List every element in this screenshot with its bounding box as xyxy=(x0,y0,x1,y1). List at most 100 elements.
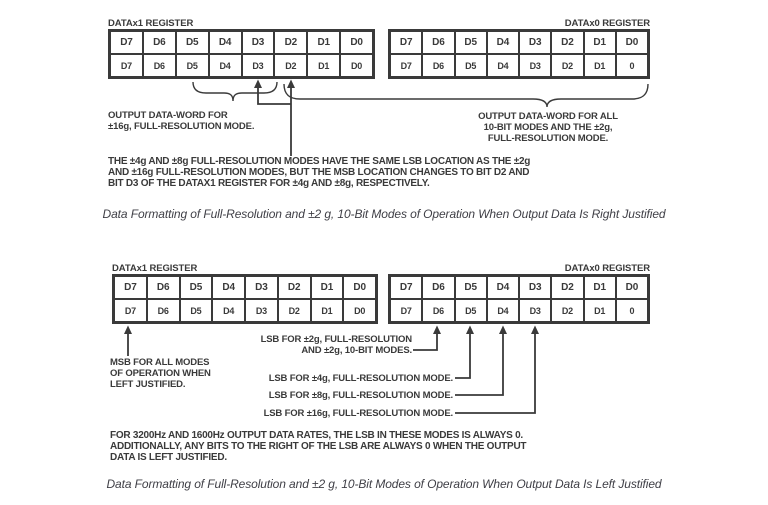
bit-cell: D6 xyxy=(422,31,455,54)
bit-cell: D7 xyxy=(390,276,423,299)
datax0-register-table: D7 D6 D5 D4 D3 D2 D1 D0 D7 D6 D5 D4 D3 D… xyxy=(388,274,650,324)
lsb-2g-annotation: LSB FOR ±2g, FULL-RESOLUTION AND ±2g, 10… xyxy=(260,334,413,356)
bit-cell: D5 xyxy=(175,54,209,77)
bit-cell: D6 xyxy=(146,276,180,299)
output-data-rate-note: FOR 3200Hz AND 1600Hz OUTPUT DATA RATES,… xyxy=(110,430,527,463)
arrow-up-msb-icon xyxy=(124,325,132,334)
note-line: FOR 3200Hz AND 1600Hz OUTPUT DATA RATES,… xyxy=(110,430,523,441)
annotation-line: ±16g, FULL-RESOLUTION MODE. xyxy=(108,121,255,132)
bit-cell: D4 xyxy=(212,276,245,299)
bit-cell: D4 xyxy=(212,299,245,322)
bit-cell: D7 xyxy=(390,54,423,77)
output-word-16g-annotation: OUTPUT DATA-WORD FOR ±16g, FULL-RESOLUTI… xyxy=(108,110,254,132)
bit-cell: D0 xyxy=(340,54,373,77)
annotation-line: AND ±2g, 10-BIT MODES. xyxy=(301,345,412,356)
bit-cell: D0 xyxy=(343,299,376,322)
datax0-register-table: D7 D6 D5 D4 D3 D2 D1 D0 D7 D6 D5 D4 D3 D… xyxy=(388,29,650,79)
bit-cell: D1 xyxy=(307,31,341,54)
bit-cell: D6 xyxy=(422,276,455,299)
arrow-up-lsb-2g-icon xyxy=(433,325,441,334)
annotation-line: LSB FOR ±2g, FULL-RESOLUTION xyxy=(260,334,413,345)
bit-cell: D4 xyxy=(486,276,519,299)
annotation-line: OUTPUT DATA-WORD FOR xyxy=(108,110,228,121)
bit-cell: D1 xyxy=(583,299,616,322)
annotation-line: OUTPUT DATA-WORD FOR ALL xyxy=(478,111,618,122)
bit-cell: D2 xyxy=(551,299,584,322)
bit-cell: D4 xyxy=(486,54,519,77)
output-word-all-modes-annotation: OUTPUT DATA-WORD FOR ALL 10-BIT MODES AN… xyxy=(448,111,648,144)
brace-16g-word xyxy=(192,81,278,102)
bit-cell: D4 xyxy=(208,31,242,54)
note-line: AND ±16g FULL-RESOLUTION MODES, BUT THE … xyxy=(108,167,530,178)
arrow-up-lsb-8g-icon xyxy=(499,325,507,334)
annotation-line: FULL-RESOLUTION MODE. xyxy=(487,133,609,144)
note-line: DATA IS LEFT JUSTIFIED. xyxy=(110,452,227,463)
bit-cell: D7 xyxy=(390,299,423,322)
bit-cell: D6 xyxy=(142,54,176,77)
bit-cell: D5 xyxy=(454,31,487,54)
bit-cell: D5 xyxy=(175,31,209,54)
annotation-line: OF OPERATION WHEN xyxy=(110,368,211,379)
bit-cell: D3 xyxy=(245,276,278,299)
datax0-register-label: DATAx0 REGISTER xyxy=(564,18,650,29)
annotation-line: 10-BIT MODES AND THE ±2g, xyxy=(483,122,613,133)
bit-cell: D7 xyxy=(114,299,147,322)
bit-cell: 0 xyxy=(615,299,648,322)
bit-cell: D1 xyxy=(583,54,616,77)
bit-cell: D6 xyxy=(422,299,455,322)
datax0-register-label: DATAx0 REGISTER xyxy=(564,263,650,274)
datax1-register-table: D7 D6 D5 D4 D3 D2 D1 D0 D7 D6 D5 D4 D3 D… xyxy=(112,274,378,324)
datax1-register-label: DATAx1 REGISTER xyxy=(108,18,194,29)
bit-cell: D6 xyxy=(422,54,455,77)
bit-cell: D0 xyxy=(615,31,648,54)
lsb-16g-annotation: LSB FOR ±16g, FULL-RESOLUTION MODE. xyxy=(263,408,454,419)
annotation-line: MSB FOR ALL MODES xyxy=(110,357,210,368)
bit-cell: D5 xyxy=(454,276,487,299)
brace-all-modes-word xyxy=(283,83,649,108)
bit-cell: D0 xyxy=(340,31,373,54)
bit-cell: D2 xyxy=(274,54,308,77)
bit-cell: D7 xyxy=(114,276,147,299)
bit-cell: D1 xyxy=(583,276,616,299)
arrow-up-lsb-4g-icon xyxy=(466,325,474,334)
datax1-register-label: DATAx1 REGISTER xyxy=(112,263,198,274)
bit-cell: D5 xyxy=(454,54,487,77)
bit-cell: D2 xyxy=(277,276,311,299)
bit-cell: D2 xyxy=(551,31,584,54)
bit-cell: D5 xyxy=(179,276,213,299)
lsb-2g-connector-line xyxy=(413,333,438,351)
bit-cell: D2 xyxy=(551,54,584,77)
bit-cell: D3 xyxy=(519,31,552,54)
arrow-up-lsb-16g-icon xyxy=(531,325,539,334)
bit-cell: D0 xyxy=(615,276,648,299)
lsb-4g-connector-line xyxy=(455,333,471,379)
arrow-d3-connector-line xyxy=(257,87,291,105)
msb-location-note: THE ±4g AND ±8g FULL-RESOLUTION MODES HA… xyxy=(108,156,530,189)
lsb-16g-connector-line xyxy=(455,333,536,414)
bit-cell: D4 xyxy=(208,54,242,77)
bit-cell: D1 xyxy=(310,299,344,322)
arrow-up-d3-icon xyxy=(254,79,262,88)
arrow-up-d2-icon xyxy=(287,79,295,88)
note-line: THE ±4g AND ±8g FULL-RESOLUTION MODES HA… xyxy=(108,156,531,167)
bit-cell: D3 xyxy=(241,31,275,54)
lsb-8g-connector-line xyxy=(455,333,504,396)
note-line: BIT D3 OF THE DATAX1 REGISTER FOR ±4g AN… xyxy=(108,178,430,189)
bit-cell: D3 xyxy=(245,299,278,322)
bit-cell: D7 xyxy=(390,31,423,54)
datax1-register-table: D7 D6 D5 D4 D3 D2 D1 D0 D7 D6 D5 D4 D3 D… xyxy=(108,29,375,79)
bit-cell: D7 xyxy=(110,54,143,77)
left-justified-caption: Data Formatting of Full-Resolution and ±… xyxy=(106,477,662,491)
bit-cell: D2 xyxy=(277,299,311,322)
bit-cell: D5 xyxy=(179,299,213,322)
bit-cell: D6 xyxy=(146,299,180,322)
bit-cell: D1 xyxy=(307,54,341,77)
annotation-line: LEFT JUSTIFIED. xyxy=(110,379,186,390)
bit-cell: D6 xyxy=(142,31,176,54)
msb-all-modes-annotation: MSB FOR ALL MODES OF OPERATION WHEN LEFT… xyxy=(110,357,211,390)
bit-cell: D3 xyxy=(519,299,552,322)
bit-cell: D4 xyxy=(486,299,519,322)
bit-cell: D1 xyxy=(583,31,616,54)
bit-cell: D2 xyxy=(551,276,584,299)
